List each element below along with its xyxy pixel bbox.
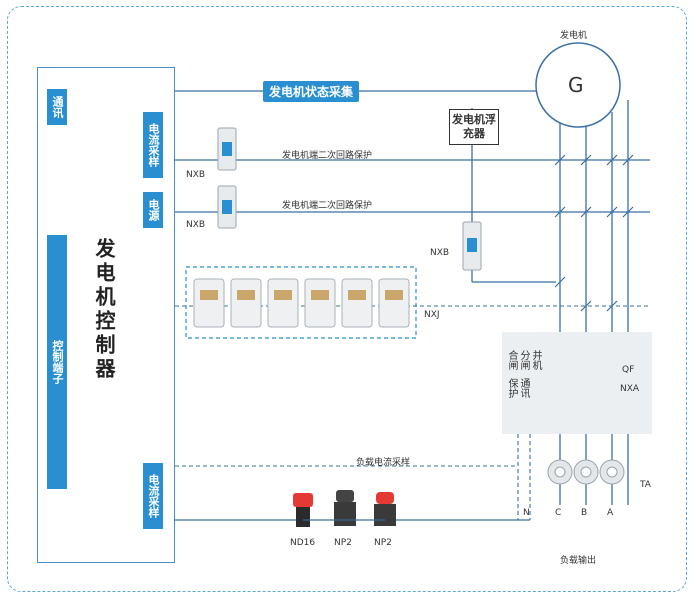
comm-label: 通讯 (47, 89, 67, 125)
load-current-sample-label: 负载电流采样 (356, 458, 411, 468)
breaker-fn-5: 通讯 (518, 378, 529, 398)
np2-label-1: NP2 (334, 538, 352, 548)
nxa-label: NXA (620, 384, 640, 394)
phase-a-label: A (607, 508, 614, 518)
nxb-label-1: NXB (186, 170, 206, 180)
controller-title: 发电机控制器 (92, 238, 116, 382)
breaker-fn-3: 并机 (530, 350, 541, 370)
nxb-breaker-1-icon (217, 127, 237, 171)
load-output-label: 负载输出 (560, 556, 597, 566)
np2-label-2: NP2 (374, 538, 392, 548)
current-sample-top-label: 电流采样 (143, 112, 163, 178)
ta-label: TA (640, 480, 651, 490)
generator-label: 发电机 (560, 31, 588, 41)
phase-c-label: C (555, 508, 562, 518)
nd16-lamp-icon (293, 493, 313, 527)
breaker-fn-1: 合闸 (506, 350, 517, 370)
secondary-protection-1: 发电机端二次回路保护 (282, 151, 373, 161)
relay-icons (193, 278, 410, 328)
breaker-panel (502, 332, 652, 434)
diagram-frame (7, 6, 687, 592)
power-label: 电源 (143, 192, 163, 228)
nd16-label: ND16 (290, 538, 316, 548)
io-terminal-label: 控制端子 (47, 235, 67, 489)
status-collect-label: 发电机状态采集 (263, 81, 360, 102)
current-sample-bottom-label: 电流采样 (143, 463, 163, 529)
phase-n-label: N (523, 508, 530, 518)
phase-b-label: B (581, 508, 588, 518)
nxb-breaker-3-icon (462, 221, 482, 271)
nxb-breaker-2-icon (217, 185, 237, 229)
secondary-protection-2: 发电机端二次回路保护 (282, 201, 373, 211)
np2-button-1-icon (334, 490, 356, 526)
breaker-fn-4: 保护 (506, 378, 517, 398)
nxb-label-2: NXB (186, 220, 206, 230)
generator-circle (535, 42, 621, 128)
charger-box: 发电机浮充器 (449, 109, 499, 145)
generator-symbol: G (568, 73, 584, 97)
breaker-fn-2: 分闸 (518, 350, 529, 370)
relay-group-box (185, 266, 417, 339)
np2-button-2-icon (374, 492, 396, 526)
nxj-label: NXJ (424, 310, 440, 320)
nxb-label-3: NXB (430, 248, 450, 258)
qf-label: QF (622, 365, 635, 375)
current-transformer-icons (547, 459, 625, 485)
